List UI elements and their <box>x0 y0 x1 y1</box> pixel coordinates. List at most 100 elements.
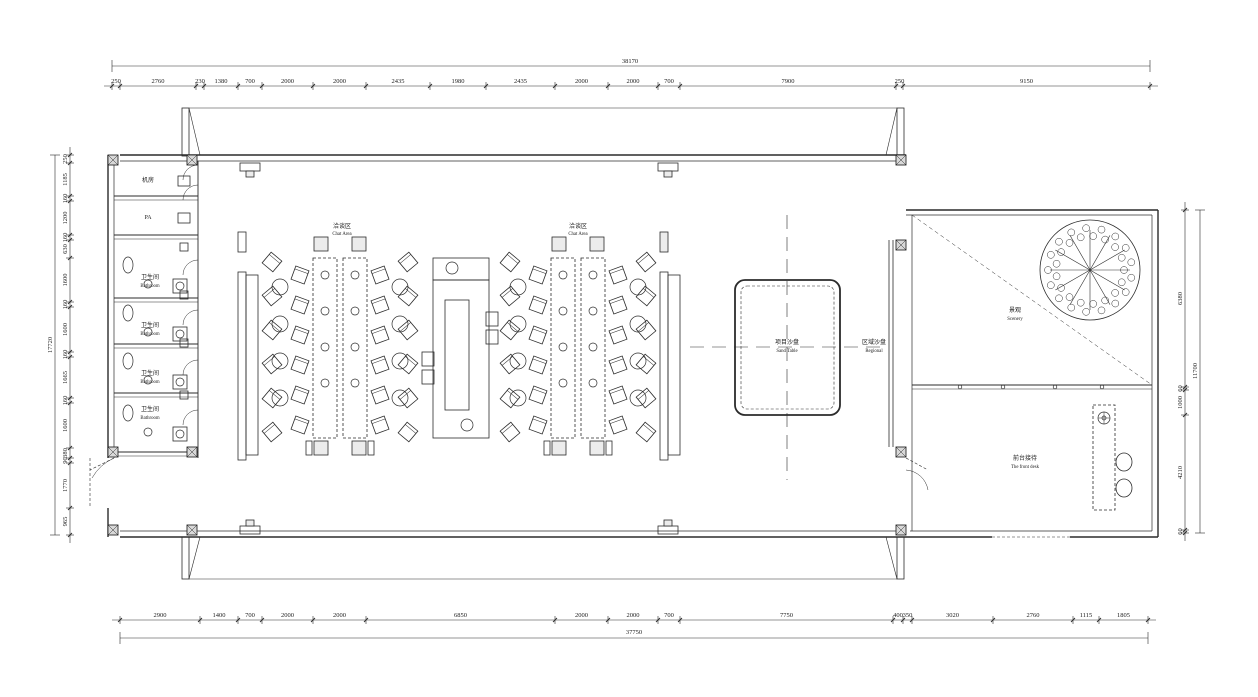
dim-left-label-14: 90 <box>62 457 69 464</box>
bath-4-label-en: Bathroom <box>140 416 159 421</box>
dim-left-slash-4 <box>67 232 73 238</box>
dim-left-total-label: 17720 <box>47 337 54 353</box>
dim-right-slash-1 <box>1182 384 1188 390</box>
dim-bottom-total-label: 37750 <box>626 629 642 636</box>
bar-sink-bottom <box>460 418 474 432</box>
dim-top-slash-9 <box>483 83 489 89</box>
sand-table-label-en: Sand Table <box>776 349 797 354</box>
dim-bottom-label-14: 1115 <box>1080 612 1093 619</box>
dim-top-slash-4 <box>235 83 241 89</box>
dim-bottom-label-11: 350 <box>903 612 913 619</box>
tree-leaf-26 <box>1089 232 1097 240</box>
bar-stool-2 <box>421 369 435 385</box>
chat-area-2-chair-ri-0-back <box>609 268 624 274</box>
dim-left-label-15: 1770 <box>62 479 69 492</box>
dim-top-slash-16 <box>1147 83 1153 89</box>
chat-area-2-chair-l-5-back <box>501 424 513 434</box>
chat-area-1-round-left-2 <box>271 352 289 370</box>
machine-cabinet <box>177 175 191 187</box>
dim-left-slash-16 <box>67 505 73 511</box>
chat-area-2-chair-ri-3 <box>608 355 628 375</box>
dim-top-slash-8 <box>427 83 433 89</box>
tree-leaf-8 <box>1089 300 1097 308</box>
dim-bottom-label-8: 700 <box>664 612 674 619</box>
chat-area-1-chair-l-1-seat <box>261 285 283 307</box>
chat-area-1-chair-l-5 <box>261 421 283 443</box>
chat-area-2-chair-li-4-back <box>532 388 547 394</box>
bath-1-label-cn: 卫生间 <box>141 273 159 281</box>
chat-area-1-chair-ri-1-back <box>371 298 386 304</box>
chat-area-1-chair-r-3-seat <box>397 353 419 375</box>
chat-area-1-long-table-a <box>312 257 338 439</box>
dim-bottom-label-5: 6850 <box>454 612 467 619</box>
chat-area-2-chair-ri-2-seat <box>608 325 628 345</box>
dim-right-total-label: 11700 <box>1192 363 1199 379</box>
bath-1-label-en: Bathroom <box>140 284 159 289</box>
chat-area-1-stool-b3 <box>305 440 313 456</box>
dim-left-slash-6 <box>67 255 73 261</box>
dim-left-label-10: 1665 <box>62 371 69 384</box>
facade-fin-top-left <box>181 107 190 157</box>
chat-area-2-chair-l-0 <box>499 251 521 273</box>
dim-bottom-label-7: 2000 <box>627 612 640 619</box>
tree-leaf-6 <box>1101 296 1109 305</box>
dim-top-slash-3 <box>201 83 207 89</box>
chat-area-2-chair-l-3 <box>499 353 521 375</box>
chat-area-1-chair-ri-3-seat <box>370 355 390 375</box>
bar-counter-inner <box>444 299 470 411</box>
chat-area-1-label-cn: 洽谈区 <box>333 222 351 230</box>
chat-area-2-label-en: Chat Area <box>568 232 588 237</box>
dim-left-label-11: 160 <box>62 396 69 406</box>
dim-bottom-label-15: 1805 <box>1117 612 1130 619</box>
dim-top-label-4: 700 <box>245 78 255 85</box>
chat-area-2-chair-l-0-seat <box>499 251 521 273</box>
chat-area-2-lamp-b-0 <box>588 270 598 280</box>
chat-area-1-chair-l-5-seat <box>261 421 283 443</box>
chat-area-2-round-right-2 <box>629 352 647 370</box>
fixture-3 <box>179 338 189 348</box>
tree-leaf-11 <box>1067 303 1076 312</box>
tree-leaf-7 <box>1097 306 1106 315</box>
floor-drain-2 <box>143 327 153 337</box>
chat-area-1-chair-ri-2-back <box>371 328 386 334</box>
tree-branch-300 <box>1089 235 1111 271</box>
wall-bench-2 <box>239 525 261 535</box>
tree-leaf-32 <box>1117 253 1126 262</box>
chat-area-1-chair-l-0 <box>261 251 283 273</box>
column-w-low-x2 <box>107 446 119 458</box>
dim-left-label-5: 630 <box>62 244 69 254</box>
dim-bottom-slash-15 <box>1096 617 1102 623</box>
wall-bench-foot-2 <box>245 519 255 527</box>
chat-area-1-chair-ri-0-back <box>371 268 386 274</box>
chat-area-1-chair-r-2-seat <box>397 319 419 341</box>
tree-branch-30 <box>1089 269 1125 291</box>
dim-right-label-4: 60 <box>1177 528 1184 535</box>
chat-area-2-chair-l-0-back <box>507 254 519 264</box>
chat-area-2-round-right-1 <box>629 315 647 333</box>
facade-fin-bottom-left <box>181 536 190 580</box>
facade-diag-tl <box>188 107 201 156</box>
chat-area-1-chair-l-1 <box>261 285 283 307</box>
chat-area-2-chair-li-0-seat <box>528 265 548 285</box>
bath-2-label-cn: 卫生间 <box>141 321 159 329</box>
front-desk-label-en: The front desk <box>1011 465 1040 470</box>
fixture-4 <box>179 390 189 400</box>
dim-left-label-9: 160 <box>62 350 69 360</box>
display-panel-right <box>659 271 669 461</box>
chat-area-2-chair-ri-3-back <box>609 358 624 364</box>
dim-top-slash-5 <box>259 83 265 89</box>
tree-leaf-20 <box>1057 248 1065 256</box>
tree-leaf-22 <box>1065 239 1074 247</box>
chat-area-2-chair-l-3-seat <box>499 353 521 375</box>
sink-bowl-2 <box>175 329 185 339</box>
door-swing-entry-right <box>905 469 929 491</box>
dim-top-slash-15 <box>900 83 906 89</box>
chat-area-2-lamp-a-3 <box>558 378 568 388</box>
chat-area-2-chair-li-5 <box>528 415 548 435</box>
chat-area-1-chair-r-5 <box>397 421 419 443</box>
chat-area-2-chair-l-4 <box>499 387 521 409</box>
tree-leaf-21 <box>1055 237 1063 246</box>
chat-area-2-chair-r-4 <box>635 387 657 409</box>
tree-leaf-9 <box>1082 308 1090 316</box>
chat-area-1-chair-r-5-seat <box>397 421 419 443</box>
